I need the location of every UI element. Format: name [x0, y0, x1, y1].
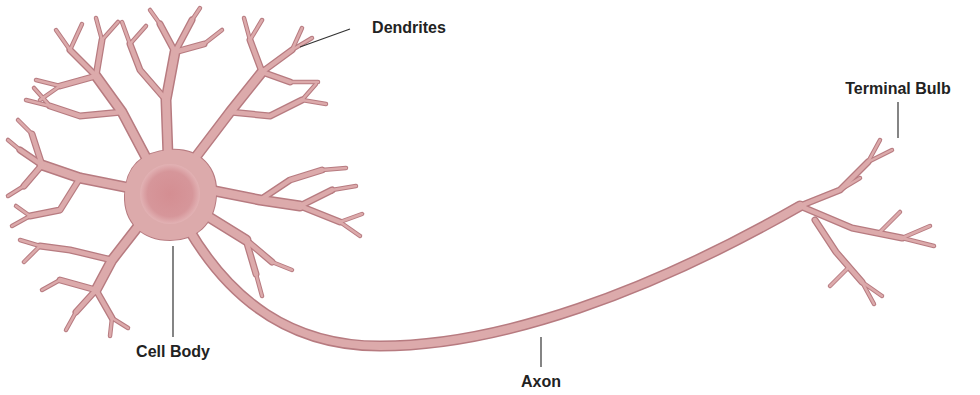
cell-body-outline [125, 150, 216, 240]
neuron-outline [8, 8, 934, 336]
leader-line [172, 246, 173, 337]
leader-line [300, 29, 350, 47]
leader-line [897, 102, 898, 138]
part-label: Terminal Bulb [845, 80, 951, 98]
cell-body-fill [125, 150, 216, 240]
neuron-outline [42, 52, 800, 346]
neuron-outline [20, 20, 902, 318]
neuron-fill [20, 20, 902, 318]
nucleus [140, 164, 200, 224]
neuron-fill [42, 52, 800, 346]
part-label: Dendrites [372, 19, 446, 37]
part-label: Axon [521, 373, 561, 391]
part-label: Cell Body [136, 343, 210, 361]
neuron-fill [8, 8, 934, 336]
leader-line [540, 337, 541, 367]
